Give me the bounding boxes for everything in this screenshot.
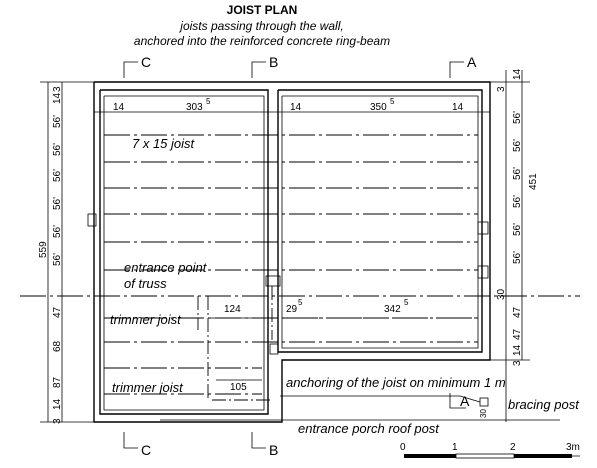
svg-text:0: 0 [400,442,406,453]
middle-dimension-row: 124 29 5 342 5 105 [224,298,409,393]
svg-text:47: 47 [52,306,63,318]
section-marker-c-bottom: C [123,432,151,458]
plan-subtitle-line-2: anchored into the reinforced concrete ri… [134,34,390,48]
svg-text:A: A [460,393,470,409]
svg-text:56': 56' [52,143,63,156]
joist-lines [20,134,580,395]
svg-text:451: 451 [528,173,539,190]
svg-text:3: 3 [52,86,63,92]
svg-text:56': 56' [52,115,63,128]
svg-text:56': 56' [512,111,523,124]
trimmer-joist-label-upper: trimmer joist [110,312,182,327]
svg-text:14: 14 [113,102,125,113]
bracing-post-label: bracing post [508,397,580,412]
joist-size-label: 7 x 15 joist [132,136,196,151]
left-dimension-chain: 3 14 56' 56' 56' 56' 56' 56' 47 68 87 14… [38,81,94,424]
svg-text:56': 56' [512,167,523,180]
svg-text:14: 14 [512,344,523,356]
plan-title: JOIST PLAN [227,3,298,17]
entrance-point-label-line-2: of truss [124,276,167,291]
scale-segment [404,454,456,458]
svg-text:56': 56' [512,251,523,264]
svg-text:14: 14 [512,68,523,80]
svg-text:1: 1 [452,442,458,453]
svg-text:56': 56' [52,169,63,182]
svg-text:47: 47 [512,328,523,340]
svg-text:14: 14 [52,92,63,104]
trimmer-lines [160,286,560,421]
svg-text:350: 350 [370,102,387,113]
building-walls [87,81,491,423]
svg-text:5: 5 [390,97,395,106]
svg-text:14: 14 [452,102,464,113]
svg-text:342: 342 [384,304,401,315]
svg-text:5: 5 [404,298,409,307]
svg-text:30: 30 [496,288,507,300]
svg-text:C: C [141,54,151,70]
svg-text:56': 56' [52,225,63,238]
svg-text:56': 56' [512,223,523,236]
svg-text:3: 3 [52,418,63,424]
svg-text:14: 14 [52,398,63,410]
svg-text:56': 56' [52,253,63,266]
svg-text:5: 5 [206,97,211,106]
svg-text:B: B [269,54,278,70]
svg-text:B: B [269,442,278,458]
svg-text:56': 56' [52,197,63,210]
plan-subtitle-line-1: joists passing through the wall, [178,19,343,33]
porch-post-label: entrance porch roof post [298,421,440,436]
svg-text:56': 56' [512,139,523,152]
svg-text:2: 2 [510,442,516,453]
scale-segment [514,454,572,458]
svg-text:C: C [141,442,151,458]
svg-text:87: 87 [52,376,63,388]
svg-text:14: 14 [290,102,302,113]
svg-text:29: 29 [286,304,298,315]
svg-text:3m: 3m [566,442,580,453]
svg-text:3: 3 [496,86,507,92]
section-marker-b-top: B [251,54,278,78]
svg-text:47: 47 [512,306,523,318]
svg-text:124: 124 [224,304,241,315]
scale-segment [455,453,515,459]
post-size-label: 30 [479,409,488,418]
svg-text:68: 68 [52,340,63,352]
svg-text:559: 559 [38,241,49,258]
svg-text:105: 105 [230,382,247,393]
top-dimension-row: 14 303 5 14 350 5 14 [94,97,490,113]
scale-bar: 0 1 2 3m [400,442,580,459]
entrance-point-label-line-1: entrance point [124,260,208,275]
right-dimension-chain: 14 3 56' 56' 56' 56' 56' 56' 451 30 47 4… [490,68,539,422]
section-marker-b-bottom: B [251,432,278,458]
section-marker-c-top: C [123,54,151,78]
svg-text:5: 5 [298,298,303,307]
svg-text:3: 3 [512,360,523,366]
anchoring-note: anchoring of the joist on minimum 1 m [286,375,506,390]
svg-text:A: A [467,54,477,70]
svg-text:56': 56' [512,195,523,208]
section-marker-a-bottom: A [449,393,470,409]
section-marker-a-top: A [449,54,477,78]
svg-text:303: 303 [186,102,203,113]
trimmer-joist-label-lower: trimmer joist [112,380,184,395]
